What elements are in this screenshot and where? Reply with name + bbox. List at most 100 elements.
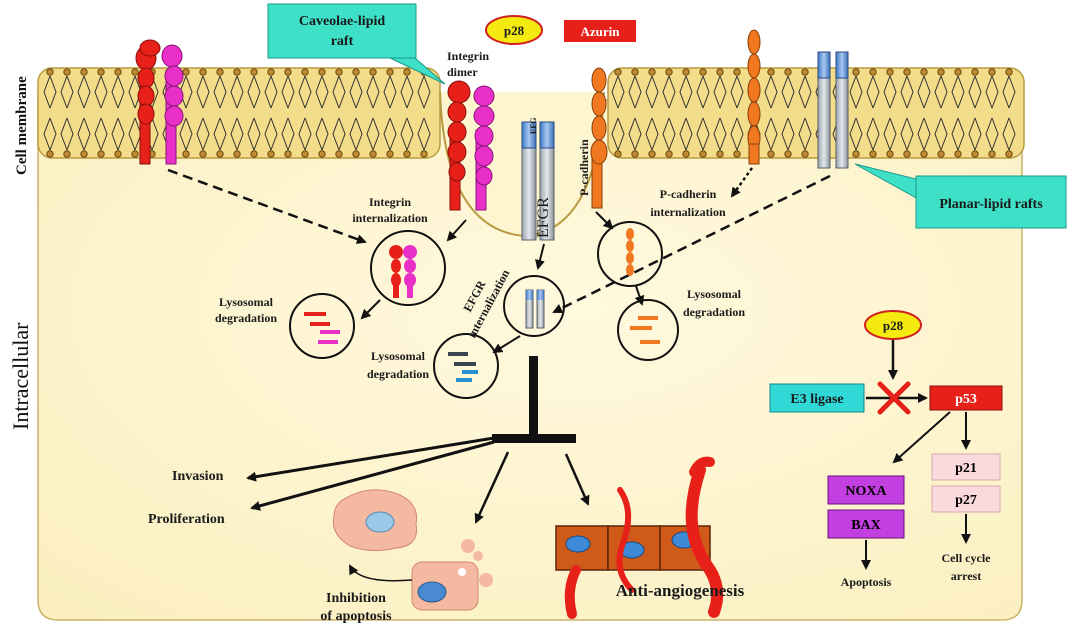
angiogenesis-label: Anti-angiogenesis [616, 581, 745, 600]
lipid-tail [94, 117, 108, 151]
lipid-tail [730, 117, 744, 151]
lipid-tail [730, 75, 744, 109]
lipid-tail [213, 117, 227, 151]
lipid-head [97, 150, 105, 158]
lipid-tail [968, 75, 982, 109]
lipid-tail [383, 117, 397, 151]
lipid-tail [315, 75, 329, 109]
lipid-tail [315, 117, 329, 151]
lipid-tail [696, 75, 710, 109]
arrest-label-1: Cell cycle [942, 551, 992, 565]
noxa-box [827, 475, 905, 505]
lipid-tail [934, 75, 948, 109]
proliferation-label: Proliferation [148, 512, 225, 527]
lyso-mid-label-2: degradation [367, 367, 429, 381]
pcad-int-label-1: P-cadherin [660, 187, 717, 201]
lipid-head [988, 150, 996, 158]
lipid-bilayer [43, 68, 1016, 158]
lipid-head [716, 150, 724, 158]
lipid-head [131, 68, 139, 76]
lipid-tail [332, 75, 346, 109]
blood-vessels [564, 456, 724, 619]
lipid-tail [645, 117, 659, 151]
lipid-tail [781, 75, 795, 109]
lipid-head [937, 68, 945, 76]
integrin-dimer-label-2: dimer [447, 65, 478, 79]
lipid-head [699, 150, 707, 158]
lipid-tail [179, 117, 193, 151]
lipid-tail [611, 75, 625, 109]
lipid-head [335, 68, 343, 76]
arrest-label-2: arrest [951, 569, 981, 583]
lipid-tail [417, 75, 431, 109]
lipid-head [182, 68, 190, 76]
lipid-head [318, 68, 326, 76]
lipid-tail [196, 75, 210, 109]
lipid-head [352, 68, 360, 76]
pcadherin-membrane [590, 67, 608, 209]
lipid-head [682, 68, 690, 76]
lipid-tail [366, 75, 380, 109]
lipid-head [335, 150, 343, 158]
lipid-tail [111, 75, 125, 109]
lyso-mid-label-1: Lysosomal [371, 349, 426, 363]
lipid-tail [900, 117, 914, 151]
lipid-head [284, 150, 292, 158]
lipid-tail [985, 117, 999, 151]
lipid-head [665, 68, 673, 76]
lipid-head [682, 150, 690, 158]
lipid-head [233, 150, 241, 158]
lipid-tail [883, 75, 897, 109]
lipid-tail [94, 75, 108, 109]
arrow-integrin-to-vesicle [167, 168, 367, 244]
lipid-tail [43, 117, 57, 151]
lipid-head [284, 68, 292, 76]
endothelial-cells [555, 525, 711, 571]
lipid-head [182, 150, 190, 158]
lipid-tail [713, 117, 727, 151]
caveolae-label-1: Caveolae-lipid [299, 14, 386, 29]
lipid-head [869, 68, 877, 76]
lipid-tail [628, 75, 642, 109]
arrow-p53-to-noxa [892, 411, 951, 464]
lipid-tail [849, 75, 863, 109]
lipid-tail [43, 75, 57, 109]
lipid-head [886, 150, 894, 158]
lipid-tail [866, 117, 880, 151]
lipid-tail [264, 75, 278, 109]
p53-label: p53 [955, 392, 977, 407]
lipid-head [63, 68, 71, 76]
lipid-head [301, 68, 309, 76]
lipid-tail [60, 75, 74, 109]
bax-box [827, 509, 905, 539]
inhibition-cross [877, 381, 911, 415]
lipid-head [131, 150, 139, 158]
e3-ligase-label: E3 ligase [790, 392, 843, 407]
lipid-tail [866, 75, 880, 109]
lipid-head [954, 68, 962, 76]
inhibition-label-2: of apoptosis [320, 609, 392, 624]
lipid-head [301, 150, 309, 158]
lipid-tail [247, 75, 261, 109]
lipid-head [1005, 150, 1013, 158]
integrin-int-label-2: internalization [352, 211, 428, 225]
arrow-pcad-to-vesicle [595, 211, 614, 230]
lipid-tail [781, 117, 795, 151]
lipid-head [733, 68, 741, 76]
lipid-tail [713, 75, 727, 109]
lipid-head [369, 150, 377, 158]
lipid-head [114, 150, 122, 158]
lipid-head [903, 68, 911, 76]
lipid-head [801, 150, 809, 158]
lipid-tail [213, 75, 227, 109]
egfr-planar [817, 51, 849, 169]
lipid-head [199, 68, 207, 76]
lipid-tail [264, 117, 278, 151]
lipid-tail [230, 75, 244, 109]
lipid-head [920, 68, 928, 76]
egfr-vertical-label: EFGR [535, 197, 552, 238]
lipid-tail [662, 117, 676, 151]
lipid-head [852, 150, 860, 158]
lipid-tail [349, 75, 363, 109]
